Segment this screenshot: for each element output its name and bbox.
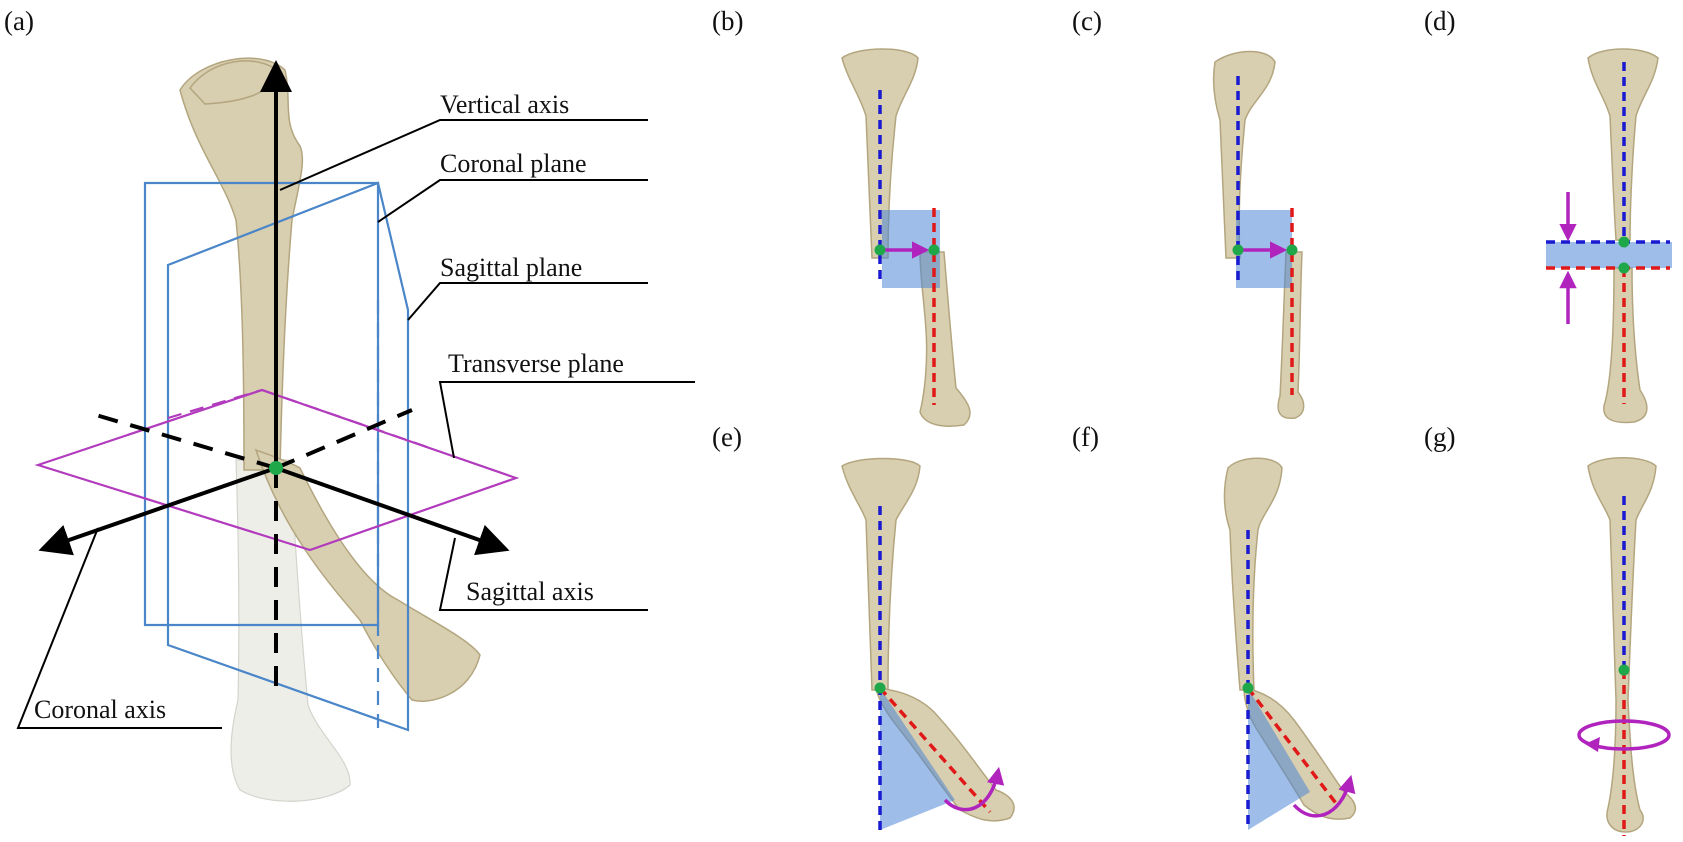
panel-b-distal-bone: [919, 251, 971, 427]
panel-g-bone: [1587, 457, 1657, 833]
transverse-plane-hidden-edge-left: [167, 388, 263, 420]
leader-sagittal-axis: [438, 537, 648, 611]
panel-b-proximal-point: [874, 244, 886, 256]
label-coronal-plane: Coronal plane: [440, 149, 587, 178]
panel-d-proximal-point: [1618, 236, 1630, 248]
panel-c-proximal-point: [1232, 244, 1244, 256]
sagittal-plane: [166, 181, 410, 732]
leader-coronal-axis: [16, 527, 222, 729]
origin-point: [269, 461, 283, 475]
panel-g-joint-point: [1618, 664, 1630, 676]
panel-label-b: (b): [712, 6, 743, 36]
panel-f-rotation-arrow: [1292, 774, 1356, 818]
panel-c-distal-point: [1286, 244, 1298, 256]
panel-c: (c): [1072, 6, 1305, 420]
label-sagittal-axis: Sagittal axis: [466, 577, 594, 606]
label-coronal-axis: Coronal axis: [34, 695, 166, 724]
panel-f-joint-point: [1242, 682, 1254, 694]
rotated-distal-bone: [254, 448, 481, 702]
panel-f-distal-axis: [1246, 686, 1340, 808]
leader-transverse-plane: [438, 381, 695, 459]
panel-label-d: (d): [1424, 6, 1455, 36]
panel-g: (g): [1424, 422, 1671, 836]
panel-d-distal-point: [1618, 262, 1630, 274]
panel-d: (d): [1424, 6, 1672, 424]
label-sagittal-plane: Sagittal plane: [440, 253, 582, 282]
panel-b-distal-point: [928, 244, 940, 256]
panel-e-rotation-arrow: [943, 766, 1005, 812]
panel-label-g: (g): [1424, 422, 1455, 452]
label-vertical-axis: Vertical axis: [440, 90, 569, 119]
panel-label-f: (f): [1072, 422, 1099, 452]
transverse-plane-hidden-edge-right: [261, 388, 431, 450]
panel-e-angulation-shade: [880, 688, 955, 830]
panel-g-torsion-ring: [1577, 719, 1671, 751]
panel-f: (f): [1072, 422, 1357, 830]
label-transverse-plane: Transverse plane: [448, 349, 624, 378]
sagittal-axis: [275, 466, 510, 556]
panel-f-proximal-bone: [1223, 457, 1283, 691]
leader-coronal-plane: [377, 179, 648, 223]
panel-g-torsion-arrowhead: [1585, 737, 1600, 752]
panel-e-distal-axis: [878, 686, 992, 814]
panel-d-length-shade: [1546, 242, 1672, 268]
panel-f-angulation-shade: [1248, 688, 1310, 830]
panel-e: (e): [712, 422, 1015, 830]
transverse-plane: [34, 388, 520, 552]
leader-vertical-axis: [279, 119, 648, 191]
sagittal-axis-hidden: [275, 408, 413, 470]
leader-sagittal-plane: [407, 282, 648, 321]
panel-e-joint-point: [874, 682, 886, 694]
panel-b: (b): [712, 6, 971, 427]
panel-label-a: (a): [4, 6, 34, 36]
panel-label-e: (e): [712, 422, 742, 452]
panel-a: (a) Vertical axis Coronal plane: [4, 6, 695, 802]
coronal-axis: [38, 466, 277, 556]
panel-label-c: (c): [1072, 6, 1102, 36]
